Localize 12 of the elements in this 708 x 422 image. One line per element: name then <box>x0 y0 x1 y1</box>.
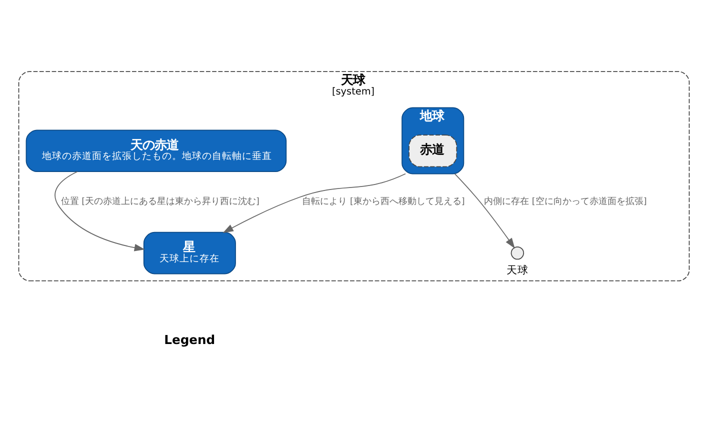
node-box: 赤道 <box>408 134 458 168</box>
arrow <box>54 171 145 252</box>
node-box: 星 天球上に存在 <box>143 232 236 274</box>
arrow <box>222 173 406 233</box>
node-circle <box>510 246 524 260</box>
edge-label: 位置 [天の赤道上にある星は東から昇り西に沈む] <box>60 197 260 208</box>
arrow <box>454 173 515 249</box>
label: Legend <box>164 332 216 347</box>
node-box: 天の赤道 地球の赤道面を拡張したもの。地球の自転軸に垂直 <box>26 130 287 172</box>
node-label: 天球 <box>506 264 528 277</box>
edge-label: 自転により [東から西へ移動して見える] <box>302 197 465 208</box>
edge-label: 内側に存在 [空に向かって赤道面を拡張] <box>484 197 647 208</box>
